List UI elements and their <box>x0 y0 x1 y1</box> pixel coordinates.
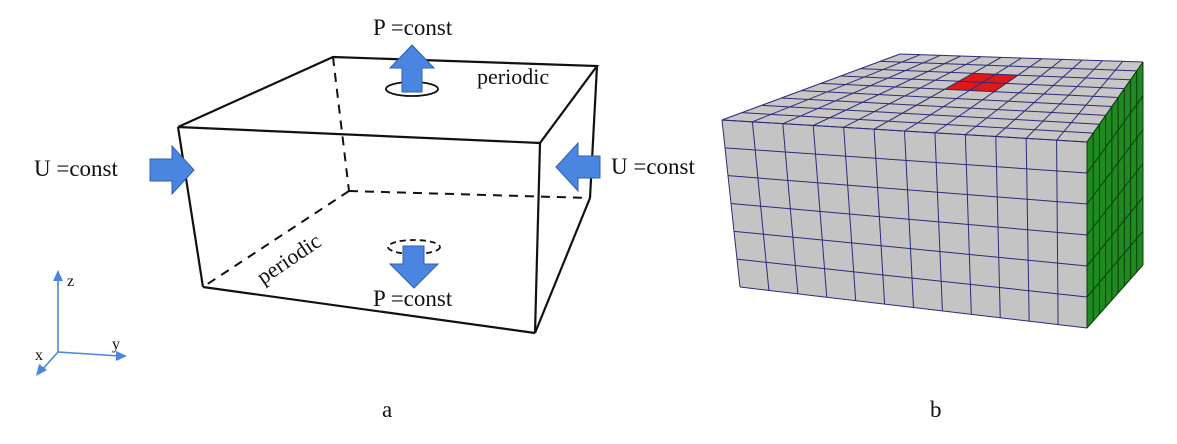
bottom-down-arrow <box>388 245 440 289</box>
mesh-line <box>727 175 1088 205</box>
mesh-line <box>752 54 921 123</box>
mesh-line <box>965 58 1063 136</box>
mesh-line <box>934 58 1043 134</box>
top-up-arrow <box>388 44 436 93</box>
axis-label-z: z <box>67 273 74 290</box>
mesh-line <box>761 104 1100 125</box>
mesh-line <box>1086 95 1144 174</box>
label-u-left: U =const <box>34 156 118 181</box>
caption-b: b <box>930 397 942 422</box>
mesh-line <box>1086 230 1144 298</box>
left-arrow <box>149 144 195 196</box>
axis-triad <box>36 270 127 376</box>
label-p-top: P =const <box>373 15 453 40</box>
mesh-line <box>1056 61 1124 141</box>
mesh-line <box>880 60 1137 72</box>
mesh-line <box>739 286 1088 329</box>
mesh-line <box>1025 60 1103 139</box>
mesh-line <box>843 56 982 128</box>
axis-label-x: x <box>35 347 43 364</box>
panel-b: b <box>721 53 1144 422</box>
box-hidden-edges <box>202 56 591 288</box>
mesh-line <box>1086 129 1144 205</box>
mesh-line <box>1086 61 1144 143</box>
label-periodic-top: periodic <box>477 64 549 89</box>
mesh-line <box>721 53 901 121</box>
mesh-line <box>1086 197 1144 267</box>
label-p-bottom: P =const <box>373 286 453 311</box>
mesh-line <box>840 75 1125 90</box>
mesh-line <box>781 97 1106 116</box>
caption-a: a <box>382 397 392 422</box>
mesh-front-face <box>722 120 1087 328</box>
right-arrow <box>555 141 601 193</box>
mesh-line <box>724 147 1088 174</box>
mesh-line <box>782 54 941 125</box>
mesh-line <box>820 82 1119 99</box>
mesh-side-face <box>1087 62 1143 328</box>
mesh-line <box>741 112 1094 134</box>
panel-a: P =const P =const U =const U =const peri… <box>34 15 695 422</box>
mesh-line <box>899 53 1144 63</box>
mesh-line <box>733 230 1088 267</box>
mesh-line <box>860 68 1131 81</box>
mesh-line <box>1086 163 1144 236</box>
mesh-grid-lines <box>721 53 1144 329</box>
bottom-ring <box>387 239 441 255</box>
mesh-line <box>730 203 1088 236</box>
mesh-line <box>813 55 961 126</box>
label-periodic-left: periodic <box>252 228 326 289</box>
mesh-line <box>736 258 1088 298</box>
label-u-right: U =const <box>611 154 695 179</box>
mesh-line <box>904 57 1022 132</box>
mesh-line <box>801 90 1112 107</box>
mesh-line <box>873 56 1002 130</box>
axis-label-y: y <box>112 336 120 353</box>
mesh-line <box>1086 264 1144 329</box>
mesh-line <box>721 119 1088 143</box>
mesh-line <box>995 59 1083 137</box>
